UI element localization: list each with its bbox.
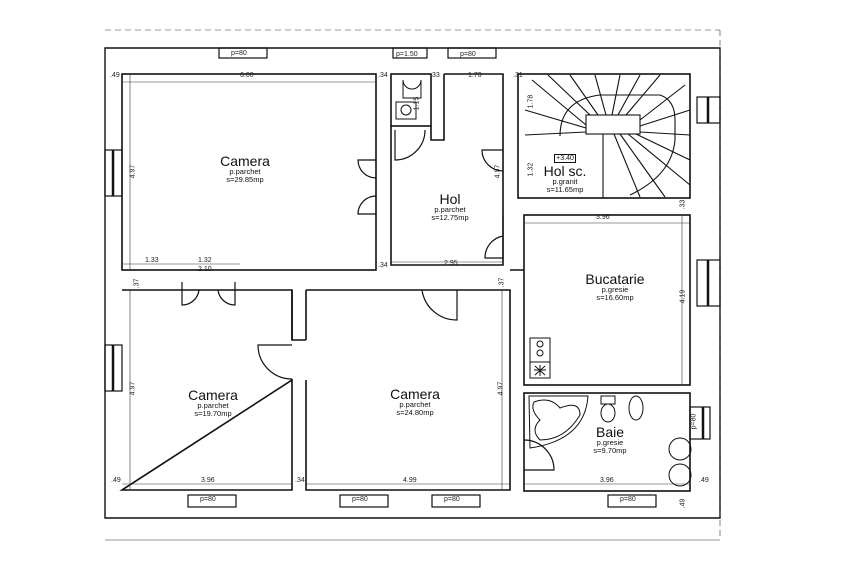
room-floor: p.parchet [434,205,466,214]
room-area: s=29.85mp [226,174,264,184]
room-name: Camera [188,387,238,403]
dimension-label: 1.33 [145,257,159,264]
dimension-label: .34 [378,262,388,269]
wall-kitchen [523,214,691,386]
room-floor: p.parchet [229,167,261,176]
door-wc [394,129,426,161]
door-hol-kitchen [484,215,504,259]
stove-icon [529,337,551,379]
window-label: p=80 [352,496,368,503]
wc-fixtures-icon [395,79,422,120]
dimension-label: 4.97 [129,164,137,179]
dimension-label: 2.10 [198,266,212,273]
dimension-label: .34 [378,72,388,79]
door-room1 [357,159,377,215]
window-bottom-1 [187,494,237,508]
wall-wc [390,73,432,127]
staircase [524,74,691,198]
window-label: p=80 [460,51,476,58]
window-bottom-3 [431,494,481,508]
dimension-label: .49 [111,477,121,484]
dimension-label: .49 [699,477,709,484]
wall-room-4 [305,289,511,491]
room-label-camera-3: Camera p.parchet s=24.80mp [375,387,455,416]
dimension-label: 1.32 [527,162,535,177]
door-hol-stairs [481,149,504,172]
room-label-camera-2: Camera p.parchet s=19.70mp [173,388,253,417]
dimension-label: 3.96 [596,214,610,221]
room-label-hol-sc: +3.40 Hol sc. p.granit s=11.65mp [535,148,595,193]
room-area: s=24.80mp [396,407,434,417]
dimension-label: 6.00 [240,72,254,79]
door-room3-double [181,282,236,306]
room-floor: p.gresie [601,285,629,294]
window-top-2 [392,47,428,59]
room-area: s=9.70mp [593,445,627,455]
wall-stairs [517,73,691,199]
door-bath [523,439,555,471]
dimension-label: .34 [295,477,305,484]
room-area: s=16.60mp [596,292,634,302]
dimension-label: .33 [430,72,440,79]
dimension-label: 2.95 [444,260,458,267]
window-top-3 [447,47,497,59]
dimension-label: 1.78 [527,94,535,109]
wall-hol [390,73,504,266]
room-area: s=19.70mp [194,408,232,418]
level-badge: +3.40 [554,154,576,163]
dimension-label: 1.15 [413,96,421,111]
room-label-hol: Hol p.parchet s=12.75mp [410,192,490,221]
window-label: p=1.50 [396,51,418,58]
room-area: s=12.75mp [431,212,469,222]
dimension-label: 4.97 [129,381,137,396]
room-floor: p.parchet [399,400,431,409]
toilet-icon [600,395,644,423]
room-label-baie: Baie p.gresie s=9.70mp [580,425,640,454]
dimension-label: .37 [498,277,506,288]
dimension-label: .49 [679,498,687,509]
bathtub-icon [528,395,589,449]
room-name: Hol [439,191,461,207]
dimension-label: 1.32 [198,257,212,264]
dimension-label: 1.70 [468,72,482,79]
dimension-label: 3.96 [201,477,215,484]
room-name: Camera [220,153,270,169]
room-floor: p.parchet [197,401,229,410]
room-floor: p.gresie [596,438,624,447]
window-top-1 [218,47,268,59]
room-name: Bucatarie [585,271,645,287]
wall-bath [523,392,691,492]
window-bottom-4 [607,494,657,508]
door-room3 [257,344,293,380]
window-label: p=80 [690,413,698,430]
dimension-label: .37 [133,278,141,289]
window-label: p=80 [200,496,216,503]
room-floor: p.granit [552,177,578,186]
sink-icon [668,437,692,487]
room-name: Camera [390,386,440,402]
dimension-label: 4.99 [403,477,417,484]
dimension-label: 4.97 [497,381,505,396]
wall-corridor [291,269,524,341]
dimension-label: .49 [110,72,120,79]
door-room4 [421,289,458,321]
room-area: s=11.65mp [546,184,584,194]
dimension-label: 4.19 [679,289,687,304]
dimension-label: 4.97 [494,164,502,179]
room-name: Hol sc. [543,163,587,179]
dimension-label: .33 [679,199,687,210]
dimension-label: .31 [513,72,523,79]
window-bottom-2 [339,494,389,508]
room-name: Baie [595,424,625,440]
dimension-label: 3.96 [600,477,614,484]
window-label: p=80 [444,496,460,503]
window-label: p=80 [620,496,636,503]
window-label: p=80 [231,50,247,57]
room-label-bucatarie: Bucatarie p.gresie s=16.60mp [575,272,655,301]
window-right-3 [689,406,711,440]
room-label-camera-1: Camera p.parchet s=29.85mp [205,154,285,183]
